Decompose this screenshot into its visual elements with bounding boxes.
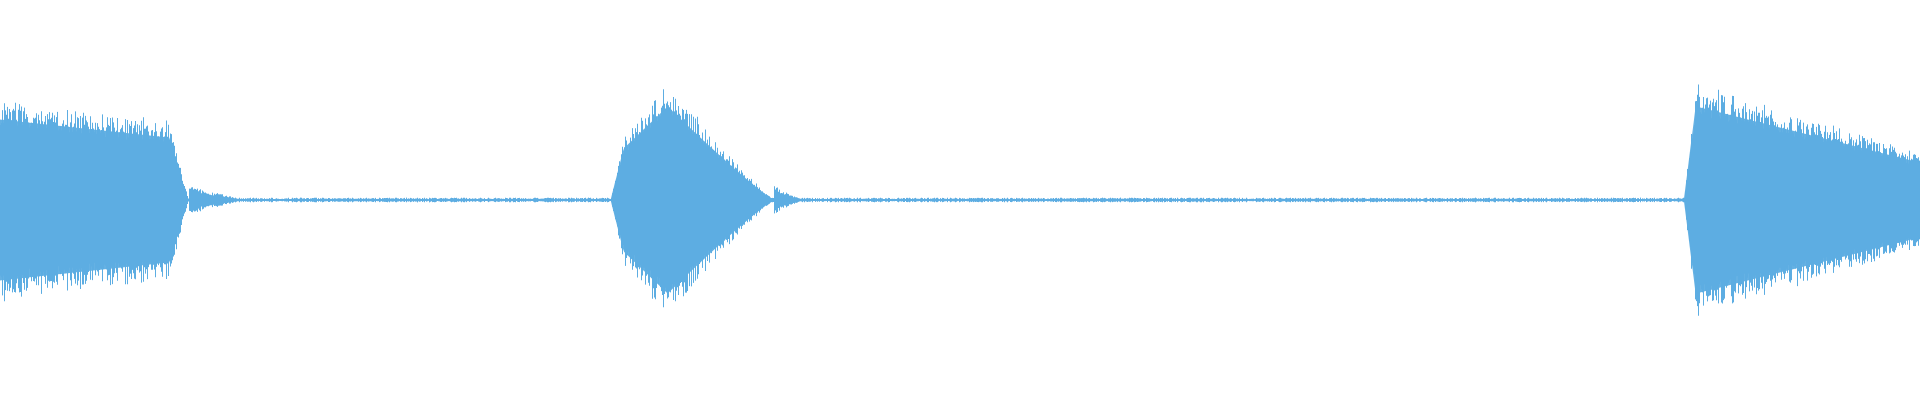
waveform-path bbox=[0, 84, 1920, 316]
waveform-segment-2-body bbox=[610, 106, 774, 294]
waveform-samples bbox=[0, 84, 1920, 316]
waveform-segment-1-body bbox=[0, 119, 189, 281]
waveform-segment-3-body bbox=[1683, 106, 1920, 294]
